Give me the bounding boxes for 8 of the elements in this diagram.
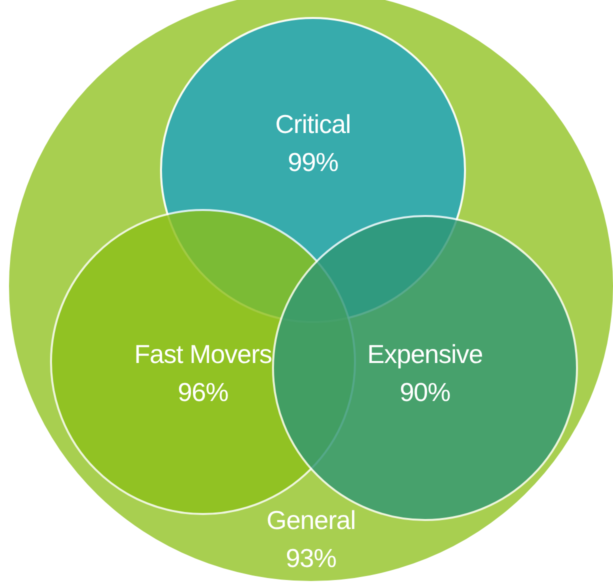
percentage-label: 93%: [286, 543, 336, 573]
percentage-label: 90%: [400, 377, 450, 407]
category-label: Expensive: [367, 339, 483, 369]
category-label: Critical: [275, 109, 351, 139]
category-label: General: [266, 505, 356, 535]
percentage-label: 96%: [178, 377, 228, 407]
percentage-label: 99%: [288, 147, 338, 177]
category-label: Fast Movers: [134, 339, 272, 369]
